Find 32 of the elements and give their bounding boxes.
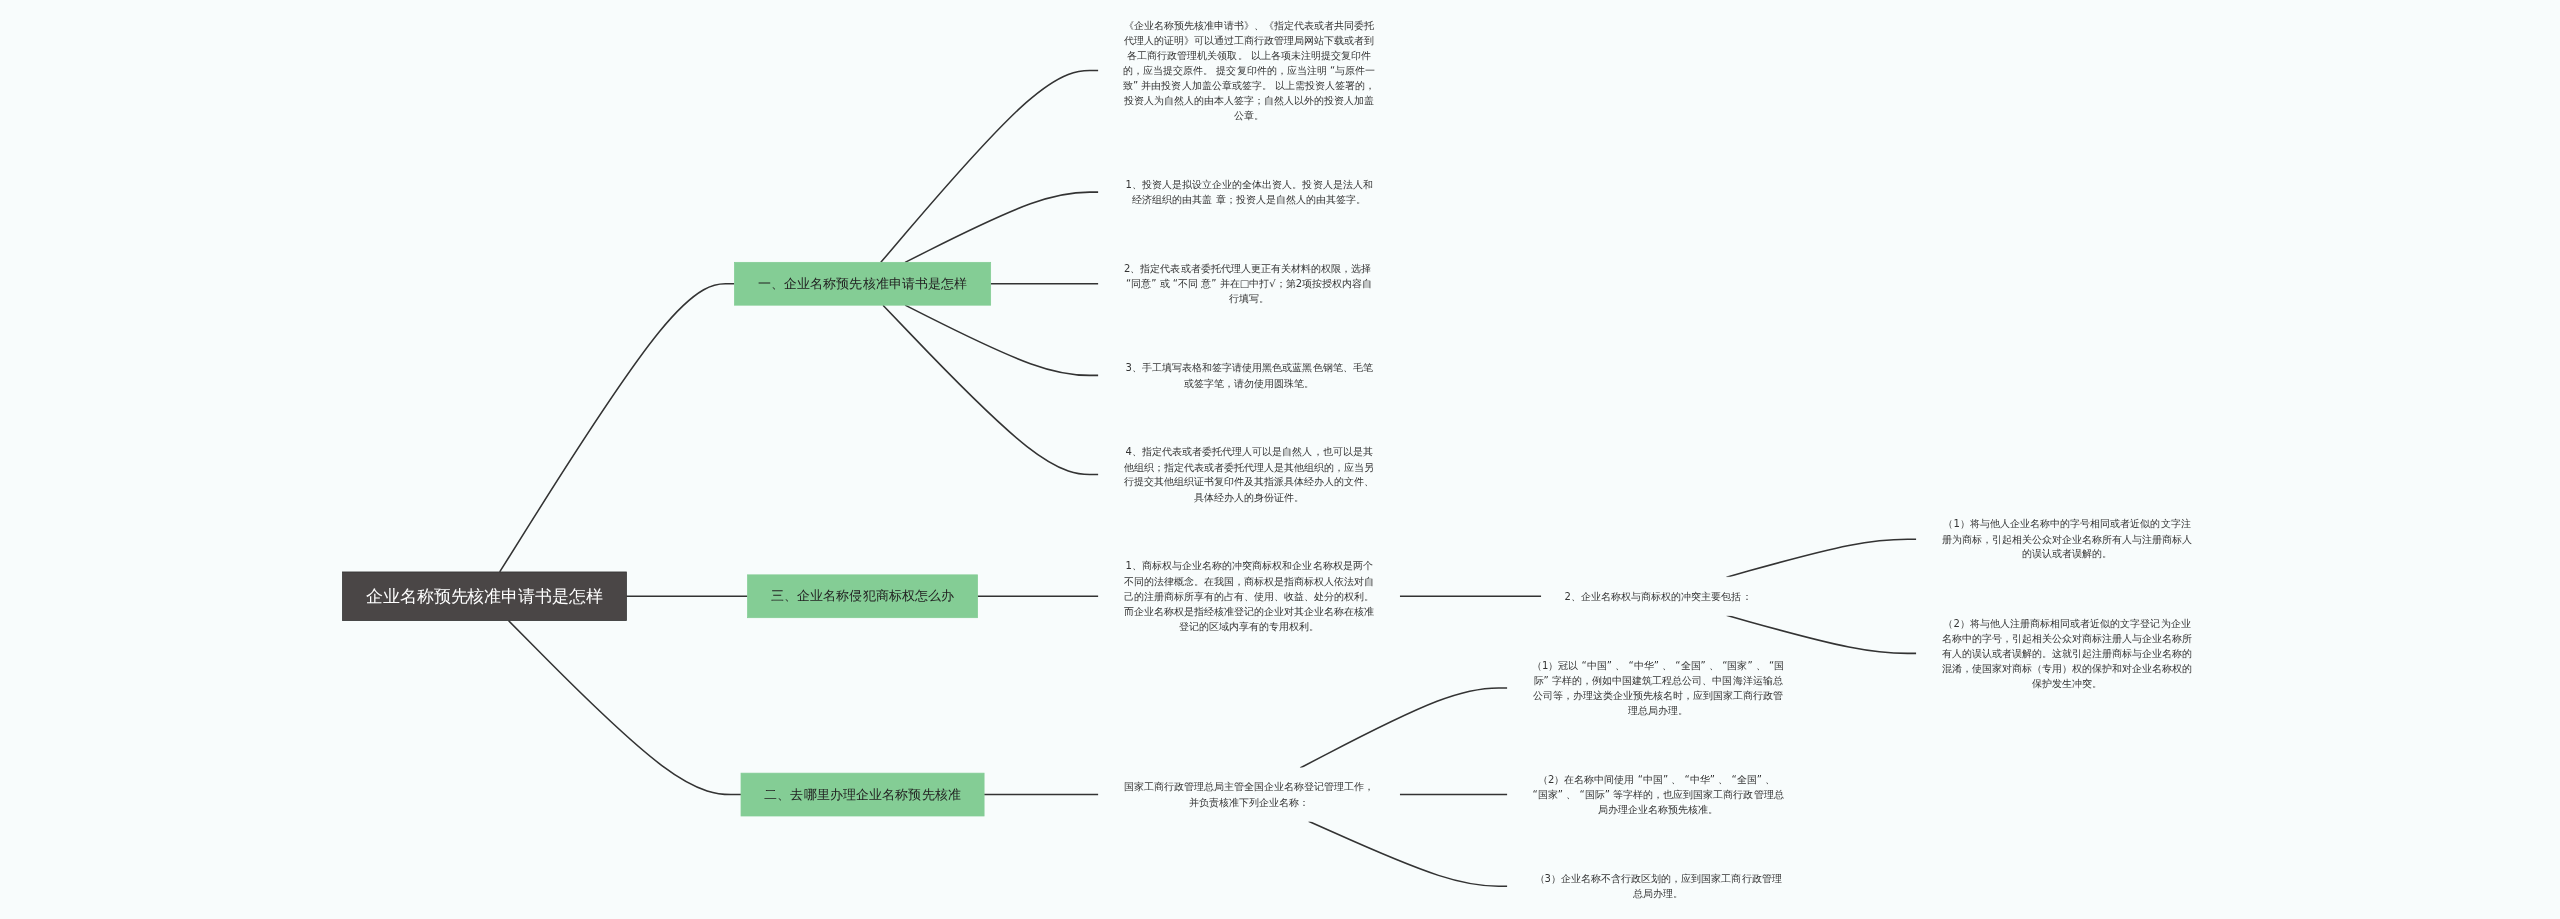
node-text: 1、投资人是拟设立企业的全体出资人。投资人是法人和经济组织的由其盖 章；投资人是自然人的由其签字。	[1125, 178, 1373, 206]
connector	[904, 304, 1100, 377]
connector	[983, 793, 1100, 796]
node-text: （1）将与他人企业名称中的字号相同或者近似的文字注册为商标，引起相关公众对企业名称所有人与注册商标人的误认或者误解的。	[1941, 518, 2193, 560]
node-text: 3、手工填写表格和签字请使用黑色或蓝黑色钢笔、毛笔或签字笔，请勿使用圆珠笔。	[1125, 361, 1373, 389]
connector	[989, 283, 1100, 285]
connector	[498, 283, 736, 573]
connector	[1307, 820, 1509, 887]
connector	[507, 619, 742, 796]
node-text: 国家工商行政管理总局主管全国企业名称登记管理工作，并负责核准下列企业名称：	[1123, 781, 1375, 808]
node-text: （1）冠以 “中国” 、 “中华” 、 “全国” 、 “国家” 、 “国际” 字样的，例如中国建筑工程总公司、中国海洋运输总公司等，办理这类企业预先核名时，应到国家工商行政管理总局办理。	[1531, 659, 1785, 717]
node-text: （3）企业名称不含行政区划的，应到国家工商行政管理总局办理。	[1534, 872, 1782, 900]
node-text: （2）将与他人注册商标相同或者近似的文字登记为企业名称中的字号，引起相关公众对商标注册人与企业名称所有人的误认或者误解的。这就引起注册商标与企业名称的混淆，使国家对商标（专用）权的保护和对企业名称权的保护发生冲突。	[1941, 617, 2193, 690]
connector	[1398, 793, 1509, 796]
node-text: 2、企业名称权与商标权的冲突主要包括：	[1564, 590, 1752, 602]
node-text: 4、指定代表或者委托代理人可以是自然人，也可以是其他组织；指定代表或者委托代理人是其他组织的，应当另行提交其他组织证书复印件及其指派具体经办人的文件、具体经办人的身份证件。	[1123, 446, 1375, 503]
node-box: 一、企业名称预先核准申请书是怎样	[734, 261, 992, 306]
connector	[1398, 595, 1543, 598]
node-text: 2、指定代表或者委托代理人更正有关材料的权限，选择 “同意” 或 “不同 意” 并在□中打√；第2项按授权内容自行填写。	[1123, 262, 1373, 305]
connector	[1299, 687, 1509, 769]
connector	[880, 69, 1100, 264]
node-box: 二、去哪里办理企业名称预先核准	[740, 772, 985, 817]
node-text: 《企业名称预先核准申请书》、《指定代表或者共同委托代理人的证明》可以通过工商行政管理局网站下载或者到各工商行政管理机关领取。 以上各项未注明提交复印件的，应当提交原件。 提交复印件的，应当注明 “与原件一致” 并由投资人加盖公章或签字。 以上需投资人签署的，投资人为自然人的由本人签字；自然人以外的投资人加盖公章。	[1122, 19, 1376, 122]
connector	[976, 595, 1100, 598]
connector	[904, 191, 1100, 264]
node-text: 1、商标权与企业名称的冲突商标权和企业名称权是两个不同的法律概念。在我国，商标权是指商标权人依法对自己的注册商标所享有的占有、使用、收益、处分的权利。而企业名称权是指经核准登记的企业对其企业名称在核准登记的区域内享有的专用权利。	[1123, 560, 1375, 632]
connector	[625, 595, 749, 598]
node-box: 企业名称预先核准申请书是怎样	[342, 571, 627, 621]
node-text: （2）在名称中间使用 “中国” 、 “中华” 、 “全国” 、 “国家” 、 “国际” 等字样的，也应到国家工商行政管理总局办理企业名称预先核准。	[1532, 773, 1784, 816]
connector	[882, 304, 1100, 476]
node-box: 三、企业名称侵犯商标权怎么办	[747, 574, 978, 619]
connector	[1725, 538, 1918, 578]
